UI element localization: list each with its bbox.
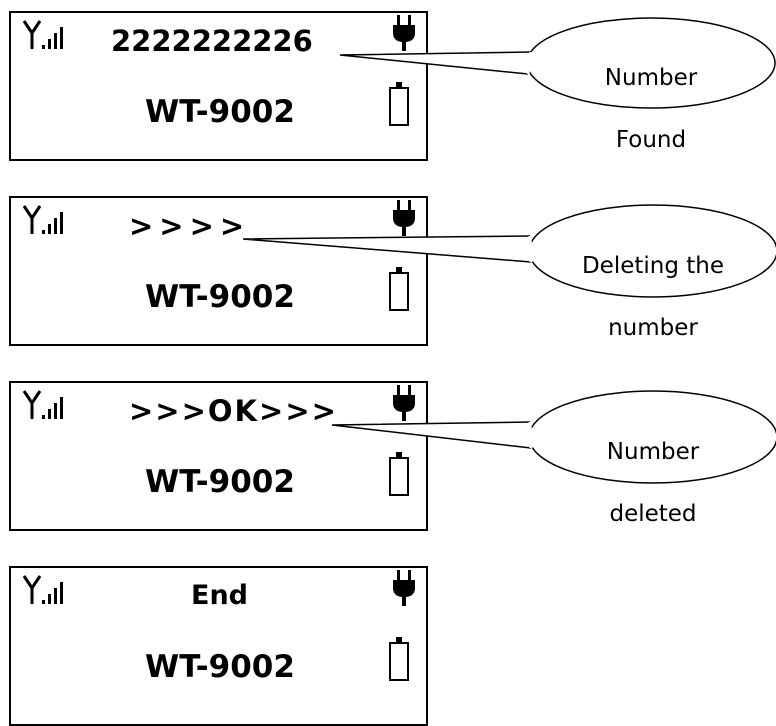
power-plug-icon	[393, 385, 415, 421]
model-name: WT-9002	[145, 94, 295, 130]
battery-icon	[389, 267, 409, 311]
model-name: WT-9002	[145, 649, 295, 685]
callout-line: Number	[604, 65, 698, 91]
display-number: 2222222226	[111, 24, 313, 58]
battery-icon	[389, 637, 409, 681]
callout-label-2: Deleting the number	[542, 220, 764, 344]
callout-label-3: Number deleted	[542, 406, 764, 530]
callout-line: deleted	[609, 501, 697, 527]
signal-strength-icon	[22, 390, 63, 419]
power-plug-icon	[393, 15, 415, 51]
signal-strength-icon	[22, 205, 63, 234]
display-panel-2: >>>> WT-9002	[9, 196, 428, 346]
model-name: WT-9002	[145, 464, 295, 500]
model-name: WT-9002	[145, 279, 295, 315]
callout-line: Number	[606, 439, 700, 465]
signal-strength-icon	[22, 575, 63, 604]
callout-label-1: Number Found	[540, 32, 762, 156]
display-status: >>>OK>>>	[129, 394, 338, 428]
display-status: End	[191, 580, 248, 611]
display-status: >>>>	[129, 209, 251, 243]
display-panel-4: End WT-9002	[9, 566, 428, 726]
callout-line: number	[608, 315, 698, 341]
callout-line: Deleting the	[581, 253, 725, 279]
battery-icon	[389, 82, 409, 126]
display-panel-1: 2222222226 WT-9002	[9, 11, 428, 161]
callout-line: Found	[615, 127, 687, 153]
display-panel-3: >>>OK>>> WT-9002	[9, 381, 428, 531]
power-plug-icon	[393, 570, 415, 606]
power-plug-icon	[393, 200, 415, 236]
signal-strength-icon	[22, 20, 63, 49]
battery-icon	[389, 452, 409, 496]
